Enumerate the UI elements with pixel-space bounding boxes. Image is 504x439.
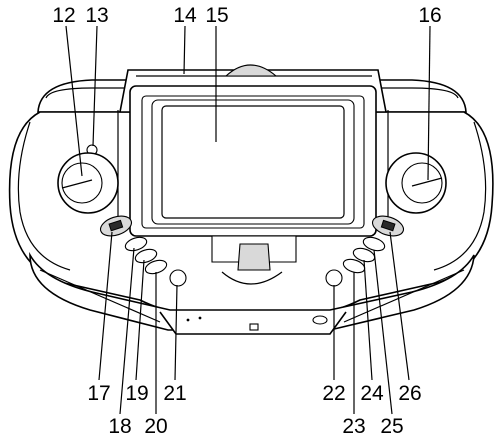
lcd-screen: [151, 99, 355, 225]
callout-18: 18: [108, 415, 131, 438]
callout-17: 17: [87, 382, 110, 405]
callout-19: 19: [125, 382, 148, 405]
left-button-20[interactable]: [144, 258, 169, 276]
callout-20: 20: [144, 415, 167, 438]
left-button-19[interactable]: [134, 247, 159, 265]
left-button-18[interactable]: [124, 235, 149, 253]
left-round-button-21[interactable]: [169, 269, 187, 287]
callout-12: 12: [52, 4, 75, 27]
callout-22: 22: [322, 382, 345, 405]
callout-13: 13: [85, 4, 108, 27]
center-jack: [249, 323, 259, 331]
callout-14: 14: [173, 4, 197, 27]
lid-hinge-hump: [224, 64, 278, 77]
leader-lines: [65, 25, 431, 415]
callout-16: 16: [418, 4, 441, 27]
callout-24: 24: [360, 382, 384, 405]
callout-25: 25: [380, 415, 403, 438]
base-button: [312, 315, 328, 325]
callout-15: 15: [205, 4, 228, 27]
front-lip: [159, 311, 347, 335]
callout-21: 21: [163, 382, 186, 405]
right-round-button-22[interactable]: [325, 269, 343, 287]
hinge-latch: [237, 243, 271, 271]
callout-labels: 12 13 14 15 16 17 18 19 20 21 22 23 24 2…: [52, 4, 441, 438]
callout-23: 23: [342, 415, 365, 438]
callout-26: 26: [398, 382, 421, 405]
right-button-25[interactable]: [362, 235, 387, 253]
device-body: [8, 64, 494, 335]
